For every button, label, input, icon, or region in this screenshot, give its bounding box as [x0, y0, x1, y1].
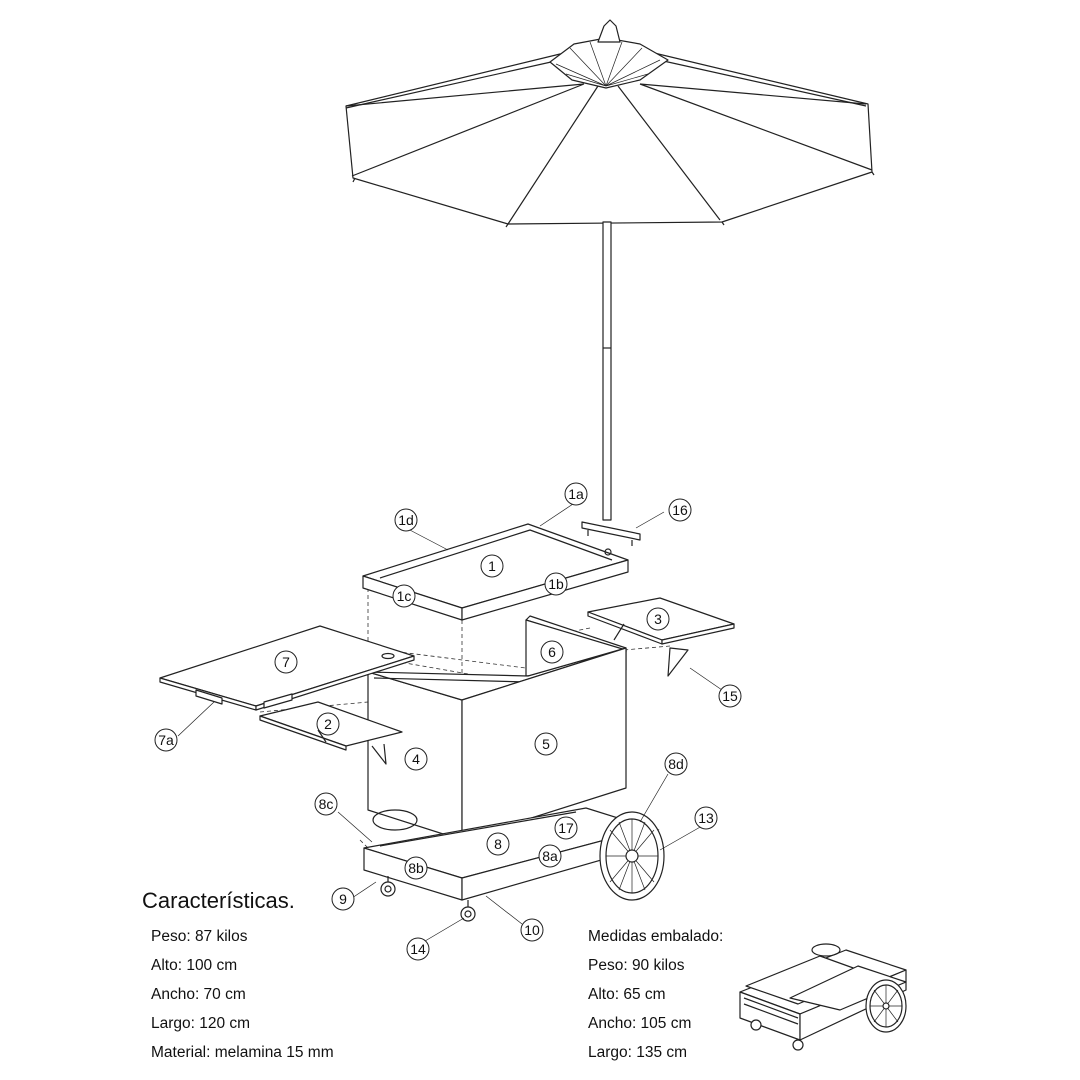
svg-text:7a: 7a	[158, 732, 174, 748]
svg-text:1b: 1b	[548, 576, 564, 592]
svg-text:4: 4	[412, 751, 420, 767]
callout-1: 1	[480, 554, 504, 578]
feature-width: Ancho: 70 cm	[151, 986, 246, 1003]
callout-6: 6	[540, 640, 564, 664]
svg-text:17: 17	[558, 820, 574, 836]
callout-4: 4	[404, 747, 428, 771]
callout-7a: 7a	[154, 728, 178, 752]
callout-8d: 8d	[664, 752, 688, 776]
callout-7: 7	[274, 650, 298, 674]
svg-text:2: 2	[324, 716, 332, 732]
packaged-height: Alto: 65 cm	[588, 986, 666, 1003]
feature-length: Largo: 120 cm	[151, 1015, 251, 1032]
callout-15: 15	[718, 684, 742, 708]
callout-14: 14	[406, 937, 430, 961]
callout-8: 8	[486, 832, 510, 856]
callout-1b: 1b	[544, 572, 568, 596]
svg-text:1d: 1d	[398, 512, 414, 528]
packaged-list: Medidas embalado: Peso: 90 kilos Alto: 6…	[588, 922, 723, 1067]
callout-13: 13	[694, 806, 718, 830]
packaged-cart	[739, 943, 907, 1051]
callout-9: 9	[331, 887, 355, 911]
svg-text:8a: 8a	[542, 848, 558, 864]
callout-2: 2	[316, 712, 340, 736]
callout-1a: 1a	[564, 482, 588, 506]
leader-lines	[177, 501, 723, 945]
callout-3: 3	[646, 607, 670, 631]
svg-text:8d: 8d	[668, 756, 684, 772]
features-list: Peso: 87 kilos Alto: 100 cm Ancho: 70 cm…	[151, 922, 334, 1067]
packaged-title: Medidas embalado:	[588, 928, 724, 945]
callout-17: 17	[554, 816, 578, 840]
svg-text:8b: 8b	[408, 860, 424, 876]
packaged-weight: Peso: 90 kilos	[588, 957, 685, 974]
svg-text:1a: 1a	[568, 486, 584, 502]
callout-1d: 1d	[394, 508, 418, 532]
svg-text:5: 5	[542, 736, 550, 752]
svg-text:13: 13	[698, 810, 714, 826]
callout-5: 5	[534, 732, 558, 756]
umbrella	[345, 19, 875, 521]
cart	[159, 521, 735, 922]
svg-text:8: 8	[494, 836, 502, 852]
callout-8b: 8b	[404, 856, 428, 880]
feature-weight: Peso: 87 kilos	[151, 928, 248, 945]
svg-text:1c: 1c	[397, 588, 412, 604]
svg-text:15: 15	[722, 688, 738, 704]
features-title: Características.	[142, 888, 295, 913]
packaged-width: Ancho: 105 cm	[588, 1015, 692, 1032]
svg-text:8c: 8c	[319, 796, 334, 812]
svg-text:10: 10	[524, 922, 540, 938]
svg-text:16: 16	[672, 502, 688, 518]
callout-10: 10	[520, 918, 544, 942]
svg-text:14: 14	[410, 941, 426, 957]
svg-text:9: 9	[339, 891, 347, 907]
callout-8c: 8c	[314, 792, 338, 816]
svg-text:7: 7	[282, 654, 290, 670]
features-block: Características.	[142, 888, 295, 914]
callout-8a: 8a	[538, 844, 562, 868]
callout-16: 16	[668, 498, 692, 522]
svg-text:3: 3	[654, 611, 662, 627]
svg-text:6: 6	[548, 644, 556, 660]
packaged-length: Largo: 135 cm	[588, 1044, 688, 1061]
feature-material: Material: melamina 15 mm	[151, 1044, 334, 1061]
svg-text:1: 1	[488, 558, 496, 574]
feature-height: Alto: 100 cm	[151, 957, 238, 974]
callout-1c: 1c	[392, 584, 416, 608]
